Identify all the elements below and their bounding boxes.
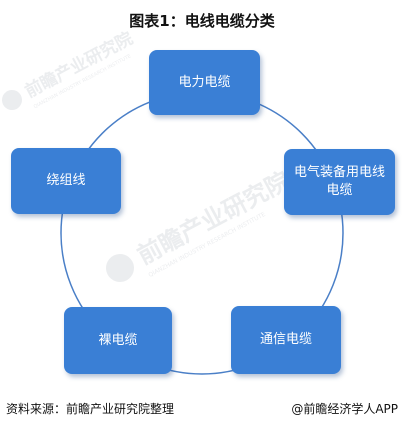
- node-bare-cable: 裸电缆: [64, 307, 172, 374]
- node-power-cable: 电力电缆: [149, 50, 260, 115]
- node-communication-cable: 通信电缆: [231, 306, 341, 374]
- watermark-top-left: 前瞻产业研究院 QIANZHAN INDUSTRY RESEARCH INSTI…: [1, 28, 136, 110]
- figure-title: 图表1：电线电缆分类: [129, 12, 275, 30]
- watermark-center: 前瞻产业研究院 QIANZHAN INDUSTRY RESEARCH INSTI…: [106, 166, 294, 282]
- node-equipment-wire: 电气装备用电线电缆: [284, 149, 395, 215]
- watermark-main-text: 前瞻产业研究院: [133, 166, 294, 270]
- source-note: 资料来源：前瞻产业研究院整理: [6, 402, 175, 416]
- node-winding-wire: 绕组线: [11, 148, 121, 214]
- brand-credit: @前瞻经济学人APP: [291, 402, 398, 416]
